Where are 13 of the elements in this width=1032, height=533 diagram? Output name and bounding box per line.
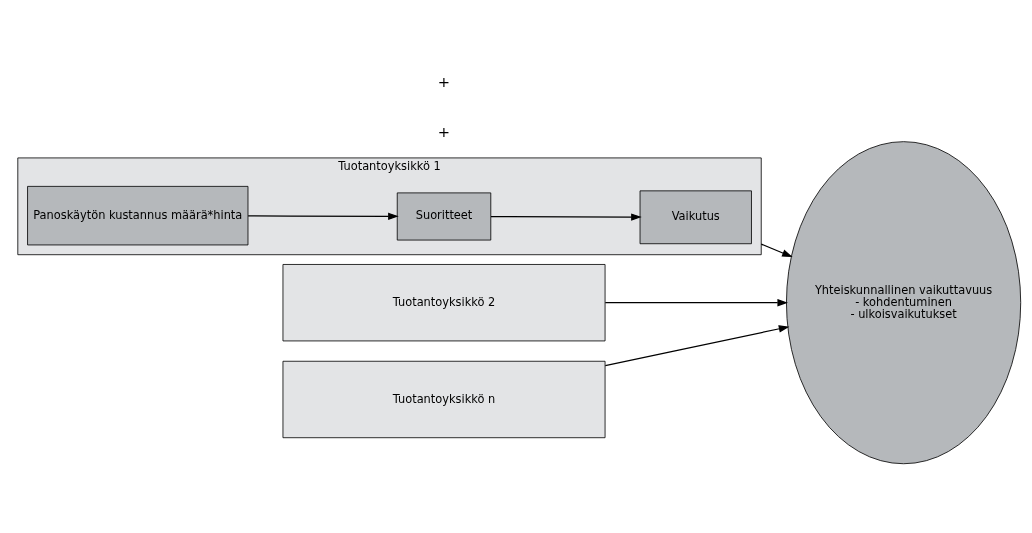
node-box: Tuotantoyksikkö n [282,360,606,439]
arrow [490,213,642,221]
node-box: Panoskäytön kustannus määrä*hinta [27,185,249,246]
arrow [604,299,788,307]
arrow [760,243,793,258]
arrow [604,325,790,367]
arrow [247,212,399,221]
node-box: Tuotantoyksikkö 2 [282,264,606,342]
node-box: Vaikutus [639,190,752,245]
label: + [437,73,451,91]
node-ellipse: Yhteiskunnallinen vaikuttavuus - kohdentuminen - ulkoisvaikutukset [786,141,1022,465]
label: + [437,123,451,141]
node-box: Suoritteet [396,192,492,241]
